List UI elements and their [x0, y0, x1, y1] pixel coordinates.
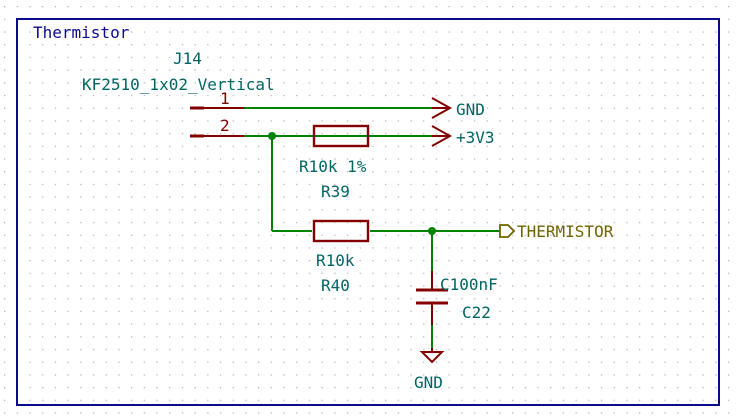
junction-dot-pin2 [268, 132, 276, 140]
sheet-frame [16, 18, 720, 406]
r40-ref: R40 [321, 276, 350, 295]
resistor-r40[interactable]: R10k R40 [312, 219, 370, 295]
gnd-symbol-top[interactable]: GND [431, 97, 485, 119]
vcc-arrow [431, 125, 453, 147]
sheet-title: Thermistor [33, 23, 130, 42]
pin1-number: 1 [220, 89, 230, 108]
r40-body [312, 219, 370, 243]
gnd-symbol-bottom[interactable]: GND [414, 348, 445, 392]
r39-ref: R39 [321, 182, 350, 201]
capacitor-c22[interactable]: C100nF C22 [416, 271, 498, 325]
connector-j14[interactable]: J14 KF2510_1x02_Vertical 1 2 [82, 49, 275, 138]
r39-body [312, 124, 370, 148]
gnd-top-arrow [431, 97, 453, 119]
pin2-number: 2 [220, 116, 230, 135]
c22-ref: C22 [462, 303, 491, 322]
net-label-flag [499, 224, 516, 238]
junction-dot-thermistor [428, 227, 436, 235]
gnd-bottom-label: GND [414, 373, 443, 392]
connector-value: KF2510_1x02_Vertical [82, 75, 275, 94]
wires [244, 107, 500, 348]
net-label-thermistor[interactable]: THERMISTOR [499, 222, 614, 241]
resistor-r39[interactable]: R10k 1% R39 [299, 124, 432, 201]
c22-value: C100nF [440, 275, 498, 294]
vcc-label: +3V3 [456, 128, 495, 147]
connector-ref: J14 [173, 49, 202, 68]
vcc-symbol-3v3[interactable]: +3V3 [431, 125, 495, 147]
r39-value: R10k 1% [299, 157, 367, 176]
net-label-text: THERMISTOR [517, 222, 614, 241]
gnd-top-label: GND [456, 100, 485, 119]
r40-value: R10k [316, 251, 355, 270]
